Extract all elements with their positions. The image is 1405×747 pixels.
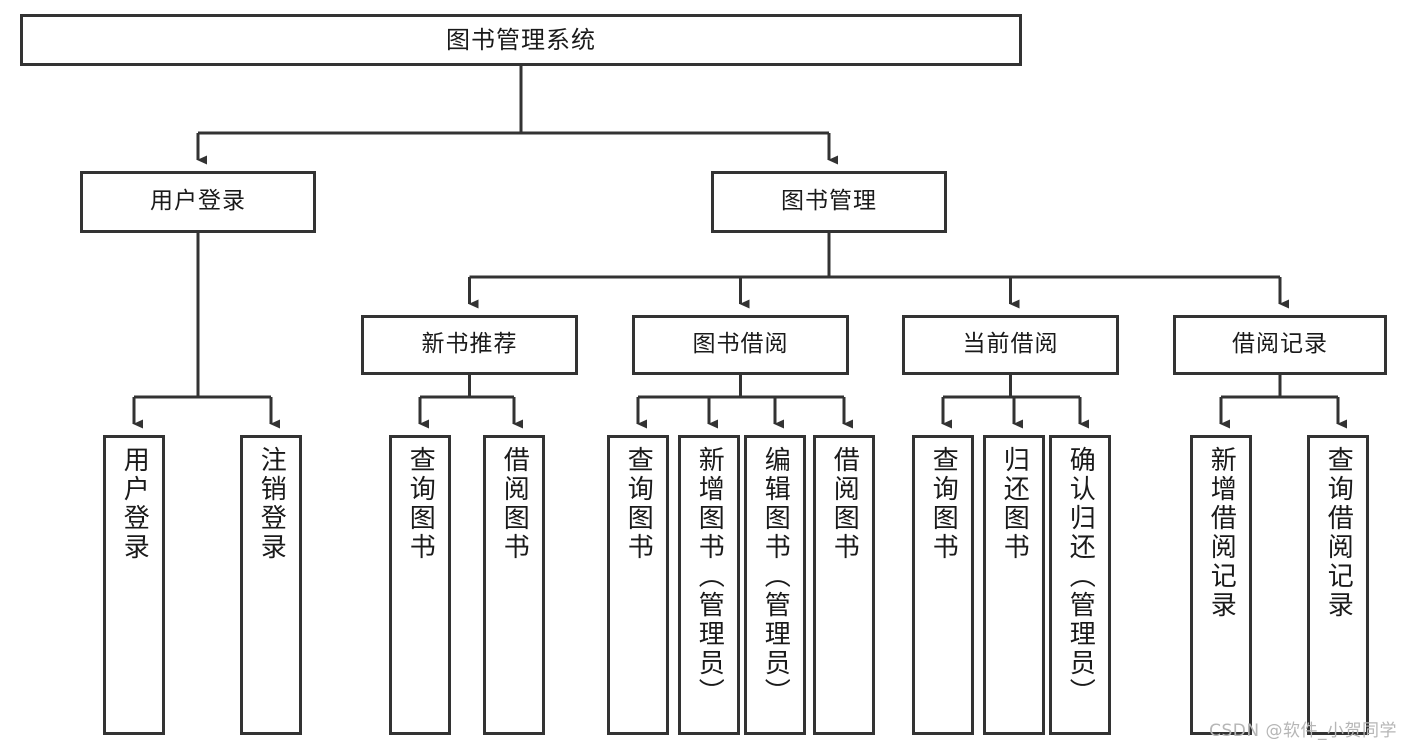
leaf-borrow-add-book-admin[interactable]: 新增图书（管理员） xyxy=(678,435,740,735)
leaf-current-query-book[interactable]: 查询图书 xyxy=(912,435,974,735)
leaf-borrow-query-book[interactable]: 查询图书 xyxy=(607,435,669,735)
node-book-management[interactable]: 图书管理 xyxy=(711,171,947,233)
node-current-borrow[interactable]: 当前借阅 xyxy=(902,315,1119,375)
leaf-user-login[interactable]: 用户登录 xyxy=(103,435,165,735)
leaf-records-query-record[interactable]: 查询借阅记录 xyxy=(1307,435,1369,735)
node-label: 图书管理系统 xyxy=(446,25,596,54)
node-label: 查询借阅记录 xyxy=(1323,446,1354,620)
node-book-borrow[interactable]: 图书借阅 xyxy=(632,315,849,375)
node-label: 新增图书（管理员） xyxy=(694,446,725,707)
leaf-borrow-borrow-book[interactable]: 借阅图书 xyxy=(813,435,875,735)
csdn-watermark: CSDN @软件_小贺同学 xyxy=(1209,721,1397,741)
node-label: 图书借阅 xyxy=(692,331,789,358)
node-label: 新书推荐 xyxy=(421,331,518,358)
node-label: 查询图书 xyxy=(405,446,436,562)
node-borrow-records[interactable]: 借阅记录 xyxy=(1173,315,1387,375)
leaf-newbook-query-book[interactable]: 查询图书 xyxy=(389,435,451,735)
node-label: 用户登录 xyxy=(150,188,246,215)
node-root[interactable]: 图书管理系统 xyxy=(20,14,1022,66)
node-label: 借阅图书 xyxy=(829,446,860,562)
leaf-current-confirm-return-admin[interactable]: 确认归还（管理员） xyxy=(1049,435,1111,735)
node-label: 注销登录 xyxy=(256,446,287,562)
node-label: 当前借阅 xyxy=(962,331,1059,358)
node-label: 查询图书 xyxy=(928,446,959,562)
leaf-logout[interactable]: 注销登录 xyxy=(240,435,302,735)
node-label: 新增借阅记录 xyxy=(1206,446,1237,620)
leaf-newbook-borrow-book[interactable]: 借阅图书 xyxy=(483,435,545,735)
node-new-book-recommend[interactable]: 新书推荐 xyxy=(361,315,578,375)
node-label: 用户登录 xyxy=(119,446,150,562)
leaf-records-add-record[interactable]: 新增借阅记录 xyxy=(1190,435,1252,735)
node-label: 编辑图书（管理员） xyxy=(760,446,791,707)
node-user-login[interactable]: 用户登录 xyxy=(80,171,316,233)
leaf-borrow-edit-book-admin[interactable]: 编辑图书（管理员） xyxy=(744,435,806,735)
node-label: 借阅图书 xyxy=(499,446,530,562)
node-label: 确认归还（管理员） xyxy=(1065,446,1096,707)
node-label: 查询图书 xyxy=(623,446,654,562)
node-label: 借阅记录 xyxy=(1232,331,1328,358)
node-label: 归还图书 xyxy=(999,446,1030,562)
node-label: 图书管理 xyxy=(781,188,877,215)
leaf-current-return-book[interactable]: 归还图书 xyxy=(983,435,1045,735)
